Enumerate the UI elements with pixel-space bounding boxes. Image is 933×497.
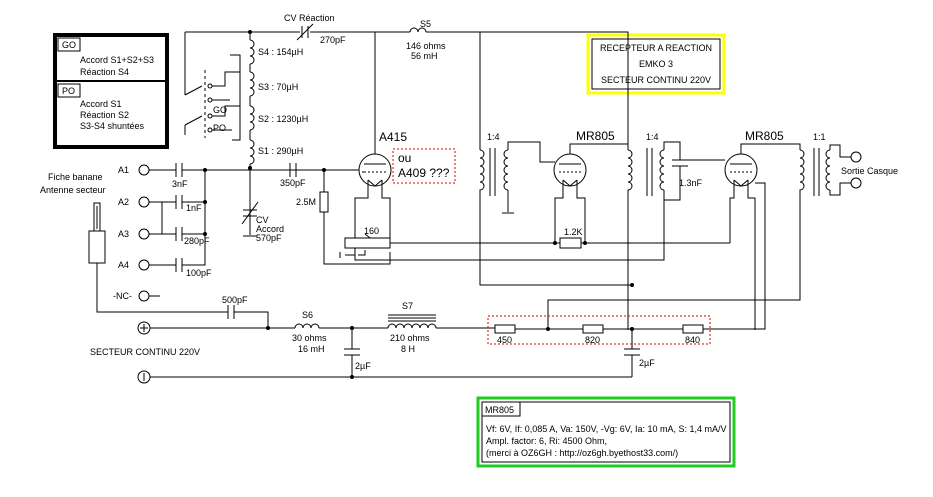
cv-accord-label-2: Accord <box>256 224 284 234</box>
s5-ohms: 146 ohms <box>406 41 446 51</box>
tube-box-line-1: Vf: 6V, If: 0,085 A, Va: 150V, -Vg: 6V, … <box>486 424 726 434</box>
s6-ohms: 30 ohms <box>292 333 327 343</box>
cv-accord-capacitor: CV Accord 570pF <box>241 201 284 243</box>
cap-2uf-1: 2µF <box>355 361 371 371</box>
resistor-450: 450 <box>497 335 512 345</box>
cv-reaction-value: 270pF <box>320 35 346 45</box>
antenna-plug: Fiche banane Antenne secteur 500pF <box>40 172 269 328</box>
cap-280pf: 280pF <box>184 236 210 246</box>
band-switch: GO PO <box>184 70 240 138</box>
input-nc: -NC- <box>113 291 132 301</box>
tube-box-line-2: Ampl. factor: 6, Ri: 4500 Ohm, <box>486 436 607 446</box>
cap-1nf: 1nF <box>186 203 202 213</box>
input-a4: A4 <box>118 260 129 270</box>
band-info-box: GO Accord S1+S2+S3 Réaction S4 PO Accord… <box>53 33 169 149</box>
tube-1-label: A415 <box>379 130 407 144</box>
resistor-1-2k: 1.2K <box>564 227 583 237</box>
transformer-2: 1:4 1.3nF <box>390 132 725 330</box>
pot-160: 160 <box>364 226 379 236</box>
tube-1-a415: A415 ou A409 ??? <box>345 130 456 239</box>
cap-1-3nf: 1.3nF <box>679 178 703 188</box>
s2-label: S2 : 1230µH <box>258 114 308 124</box>
input-a1: A1 <box>118 165 129 175</box>
s7-label: S7 <box>402 301 413 311</box>
go-line-2: Réaction S4 <box>80 67 129 77</box>
tuning-coils: S4 : 154µH S3 : 70µH S2 : 1230µH S1 : 29… <box>248 30 308 235</box>
po-line-2: Réaction S2 <box>80 110 129 120</box>
secteur-label: SECTEUR CONTINU 220V <box>90 347 200 357</box>
po-label: PO <box>62 86 75 96</box>
top-wiring <box>184 31 629 160</box>
po-line-3: S3-S4 shuntées <box>80 121 145 131</box>
title-line-2: EMKO 3 <box>639 59 673 69</box>
t2-ratio: 1:4 <box>646 132 659 142</box>
sortie-casque: Sortie Casque <box>841 166 898 176</box>
filament-pot: 160 <box>339 226 730 261</box>
tube-2-mr805: 1.2K MR805 <box>553 129 629 249</box>
tube-1-alt: A409 ??? <box>398 166 450 180</box>
cv-reaction-label: CV Réaction <box>284 13 335 23</box>
power-supply: S6 30 ohms 16 mH S7 210 ohms 8 H 2µF 2µF… <box>90 301 655 384</box>
s3-label: S3 : 70µH <box>258 82 298 92</box>
s7-ohms: 210 ohms <box>390 333 430 343</box>
switch-po-label: PO <box>213 123 226 133</box>
input-a2: A2 <box>118 197 129 207</box>
t1-ratio: 1:4 <box>487 132 500 142</box>
s5-choke: S5 146 ohms 56 mH <box>406 19 446 61</box>
fiche-label-1: Fiche banane <box>48 172 103 182</box>
s1-label: S1 : 290µH <box>258 146 303 156</box>
s5-mh: 56 mH <box>411 51 438 61</box>
s5-label: S5 <box>420 19 431 29</box>
s6-label: S6 <box>302 310 313 320</box>
cap-350pf: 350pF <box>280 178 306 188</box>
cap-100pf: 100pF <box>186 268 212 278</box>
po-line-1: Accord S1 <box>80 99 122 109</box>
t3-ratio: 1:1 <box>813 132 826 142</box>
go-label: GO <box>62 40 76 50</box>
tube-3-label: MR805 <box>745 129 784 143</box>
tube-3-mr805: MR805 <box>724 129 801 330</box>
transformer-1: 1:4 <box>479 32 555 260</box>
cap-2uf-2: 2µF <box>639 358 655 368</box>
title-box: RECEPTEUR A REACTION EMKO 3 SECTEUR CONT… <box>586 33 726 95</box>
cv-accord-label-3: 570pF <box>256 233 282 243</box>
tube-box-title: MR805 <box>485 405 514 415</box>
cv-accord-label-1: CV <box>256 215 269 225</box>
s6-mh: 16 mH <box>298 344 325 354</box>
grid-circuit: 350pF 2.5M <box>280 163 391 265</box>
title-line-1: RECEPTEUR A REACTION <box>600 43 712 53</box>
resistor-820: 820 <box>585 335 600 345</box>
cv-reaction-capacitor: CV Réaction 270pF <box>284 13 346 45</box>
cap-500pf: 500pF <box>222 295 248 305</box>
divider-resistors: 450 820 840 <box>487 182 766 345</box>
go-line-1: Accord S1+S2+S3 <box>80 55 154 65</box>
tube-2-label: MR805 <box>576 129 615 143</box>
cap-3nf: 3nF <box>172 179 188 189</box>
s7-h: 8 H <box>401 344 415 354</box>
tube-1-alt-or: ou <box>398 151 411 165</box>
resistor-840: 840 <box>685 335 700 345</box>
tube-data-box: MR805 Vf: 6V, If: 0,085 A, Va: 150V, -Vg… <box>476 396 736 468</box>
output-transformer: 1:1 Sortie Casque <box>547 132 898 330</box>
tube-box-line-3: (merci à OZ6GH : http://oz6gh.byethost33… <box>486 448 678 458</box>
resistor-2-5m: 2.5M <box>296 197 316 207</box>
input-a3: A3 <box>118 229 129 239</box>
fiche-label-2: Antenne secteur <box>40 185 106 195</box>
s4-label: S4 : 154µH <box>258 47 303 57</box>
title-line-3: SECTEUR CONTINU 220V <box>601 75 711 85</box>
switch-go-label: GO <box>213 105 227 115</box>
